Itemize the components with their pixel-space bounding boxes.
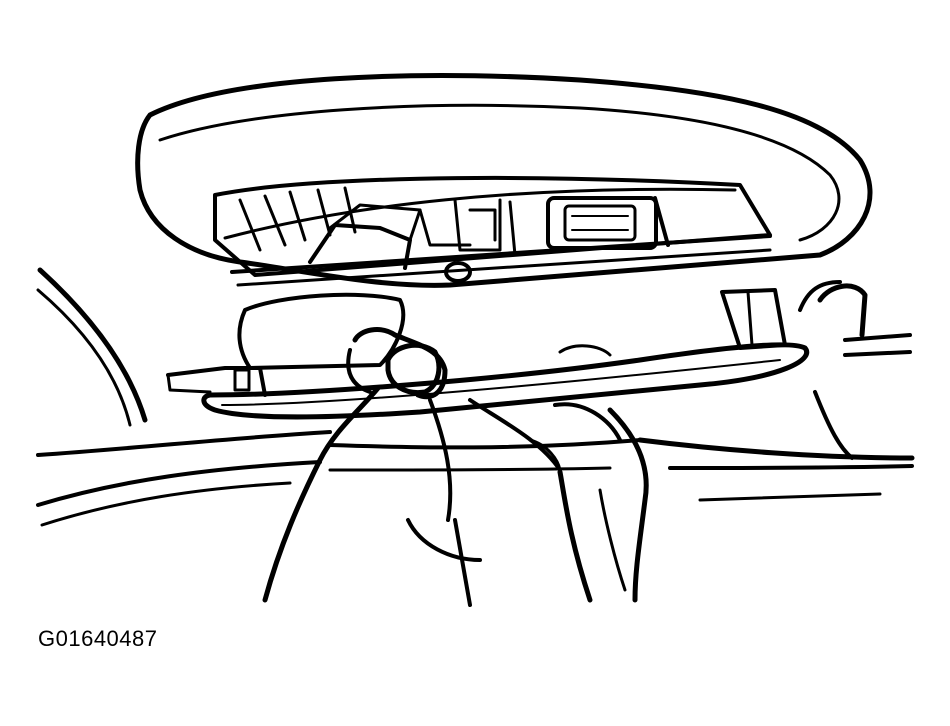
console-internals: [238, 186, 517, 270]
figure-id-label: G01640487: [38, 626, 158, 651]
overhead-console-housing: [135, 73, 873, 288]
windshield-frame: [36, 267, 332, 527]
hand: [262, 327, 649, 607]
lamp-lens: [166, 288, 810, 420]
dome-lamp-bulb: [546, 196, 670, 250]
headliner: [328, 280, 915, 502]
lamp-housing-back: [237, 292, 612, 370]
